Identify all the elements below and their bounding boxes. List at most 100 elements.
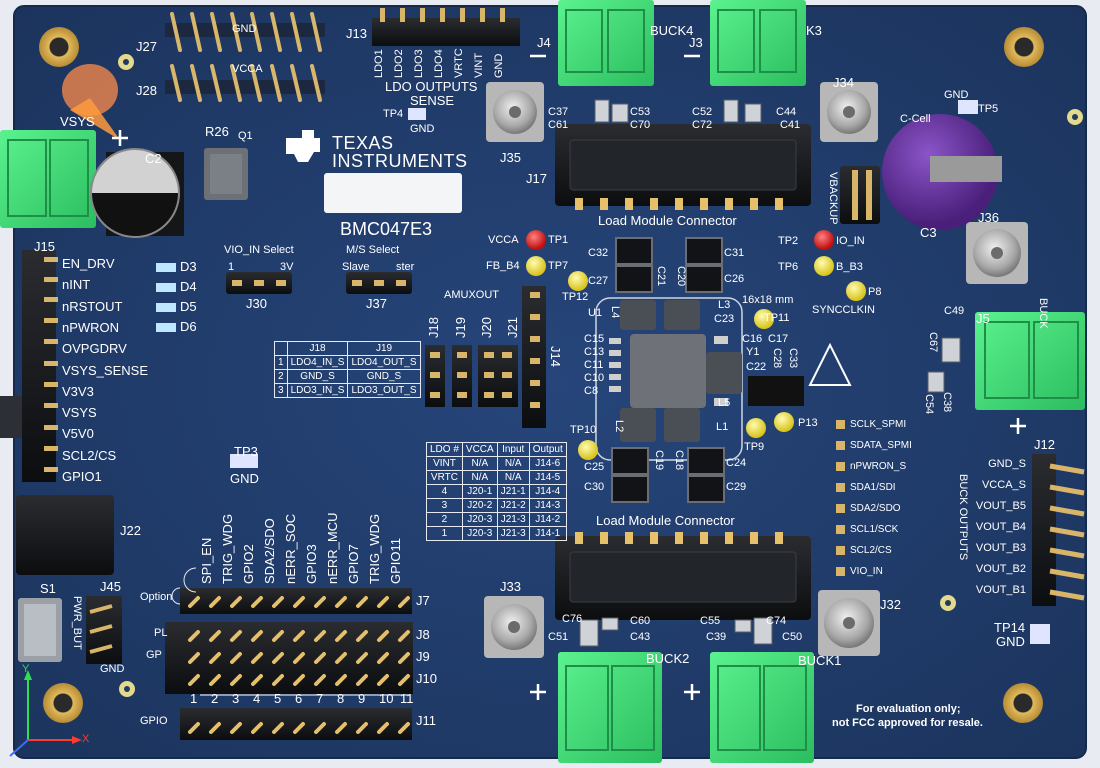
gpio-pin-number-5: 5 bbox=[274, 691, 282, 706]
ldo-table-cell-1-0: VRTC bbox=[426, 470, 463, 485]
gpio-pin-number-3: 3 bbox=[232, 691, 240, 706]
refdes-c29: C29 bbox=[726, 481, 747, 493]
refdes-c30: C30 bbox=[584, 481, 605, 493]
header-j14 bbox=[522, 286, 546, 428]
j15-pin-vsys: VSYS bbox=[62, 405, 97, 421]
ldo-table-cell-1-1: N/A bbox=[461, 470, 498, 485]
j18-table-header-0 bbox=[274, 341, 288, 356]
refdes-j14: J14 bbox=[548, 346, 563, 367]
section-load-module-top: Load Module Connector bbox=[598, 213, 737, 228]
ms-option-a: Slave bbox=[342, 261, 370, 273]
label-gpio: GPIO bbox=[140, 715, 168, 727]
pmic-area bbox=[595, 297, 852, 461]
capacitor-c2 bbox=[90, 148, 184, 238]
label-synclkin: SYNCCLKIN bbox=[812, 304, 875, 316]
j15-pin-nint: nINT bbox=[62, 277, 91, 293]
refdes-c53: C53 bbox=[630, 106, 651, 118]
refdes-c23: C23 bbox=[714, 313, 735, 325]
ldo-table-cell-0-1: N/A bbox=[461, 456, 498, 471]
vio-option-b: 3V bbox=[280, 261, 294, 273]
disclaimer-line1: For evaluation only; bbox=[856, 703, 961, 715]
refdes-j22: J22 bbox=[120, 523, 141, 538]
refdes-s1: S1 bbox=[40, 581, 56, 596]
ldo-table-header-3: Output bbox=[528, 442, 567, 457]
refdes-buck1: BUCK1 bbox=[798, 653, 842, 668]
ldo-table-header-0: LDO # bbox=[426, 442, 463, 457]
gpio-pin-number-2: 2 bbox=[211, 691, 219, 706]
refdes-j18: J18 bbox=[426, 317, 441, 338]
j13-pin-gnd: GND bbox=[493, 53, 505, 78]
ms-option-b: ster bbox=[396, 261, 415, 273]
board-substrate bbox=[13, 5, 1087, 759]
gpio-label-0-spi-en: SPI_EN bbox=[199, 537, 214, 584]
silkscreen-outlines bbox=[171, 567, 197, 605]
j13-pin-ldo1: LDO1 bbox=[373, 49, 385, 78]
tp-label-sda2-sdo: SDA2/SDO bbox=[850, 503, 901, 514]
refdes-tp10: TP10 bbox=[570, 424, 597, 436]
refdes-c43: C43 bbox=[630, 631, 651, 643]
label-tp14-gnd: GND bbox=[996, 634, 1025, 649]
j12-pin-gnd-s: GND_S bbox=[988, 458, 1026, 470]
refdes-c25: C25 bbox=[584, 461, 605, 473]
refdes-tp5: TP5 bbox=[978, 103, 999, 115]
j15-pin-npwron: nPWRON bbox=[62, 319, 120, 335]
tp-label-npwron-s: nPWRON_S bbox=[850, 461, 907, 472]
refdes-j12: J12 bbox=[1034, 437, 1055, 452]
label-tp5-gnd: GND bbox=[944, 89, 969, 101]
refdes-j17: J17 bbox=[526, 171, 547, 186]
refdes-j8: J8 bbox=[416, 627, 430, 642]
ldo-table-cell-2-0: 4 bbox=[426, 484, 463, 499]
label-tp1-net: VCCA bbox=[488, 234, 519, 246]
label-vbackup: VBACKUP bbox=[827, 172, 839, 225]
refdes-c17: C17 bbox=[768, 333, 789, 345]
refdes-c18: C18 bbox=[673, 450, 685, 471]
gpio-label-8-trig-wdg: TRIG_WDG bbox=[367, 513, 382, 584]
test-points bbox=[230, 100, 1050, 644]
ti-logo bbox=[286, 130, 320, 162]
board-part-number: BMC047E3 bbox=[340, 219, 433, 239]
test-point-pads bbox=[836, 420, 845, 576]
refdes-tp13: P13 bbox=[798, 417, 818, 429]
refdes-j45: J45 bbox=[100, 579, 121, 594]
refdes-j5: J5 bbox=[976, 311, 990, 326]
axis-indicator bbox=[9, 670, 82, 757]
terminal-blocks bbox=[0, 0, 1085, 763]
refdes-j13: J13 bbox=[346, 26, 367, 41]
ldo-table-cell-1-2: N/A bbox=[496, 470, 530, 485]
j15-pin-gpio1: GPIO1 bbox=[62, 469, 102, 484]
j15-pin-en-drv: EN_DRV bbox=[62, 256, 115, 271]
j12-pin-vout-b3: VOUT_B3 bbox=[975, 542, 1026, 554]
connector-j22 bbox=[16, 495, 114, 575]
refdes-l1: L1 bbox=[716, 421, 729, 433]
ldo-table-cell-0-2: N/A bbox=[496, 456, 530, 471]
gpio-label-9-gpio11: GPIO11 bbox=[388, 537, 403, 584]
refdes-j21: J21 bbox=[505, 317, 520, 338]
ldo-table-cell-4-0: 2 bbox=[426, 512, 463, 527]
refdes-c49: C49 bbox=[944, 305, 965, 317]
refdes-j20: J20 bbox=[479, 317, 494, 338]
refdes-tp12: TP12 bbox=[562, 291, 589, 303]
inductors bbox=[611, 237, 725, 503]
j13-pin-vrtc: VRTC bbox=[453, 48, 465, 78]
header-j15 bbox=[0, 250, 58, 482]
refdes-q1: Q1 bbox=[238, 130, 253, 142]
tp-label-sclk-spmi: SCLK_SPMI bbox=[850, 419, 907, 430]
refdes-l4: L4 bbox=[609, 306, 621, 319]
label-gnd-top: GND bbox=[232, 23, 257, 35]
refdes-c52: C52 bbox=[692, 106, 713, 118]
j12-pin-vout-b4: VOUT_B4 bbox=[975, 521, 1026, 533]
refdes-d6: D6 bbox=[180, 319, 197, 334]
refdes-c38: C38 bbox=[941, 392, 953, 413]
ldo-table-cell-4-1: J20-3 bbox=[461, 512, 498, 527]
refdes-j35: J35 bbox=[500, 150, 521, 165]
j13-pin-ldo2: LDO2 bbox=[393, 49, 405, 78]
